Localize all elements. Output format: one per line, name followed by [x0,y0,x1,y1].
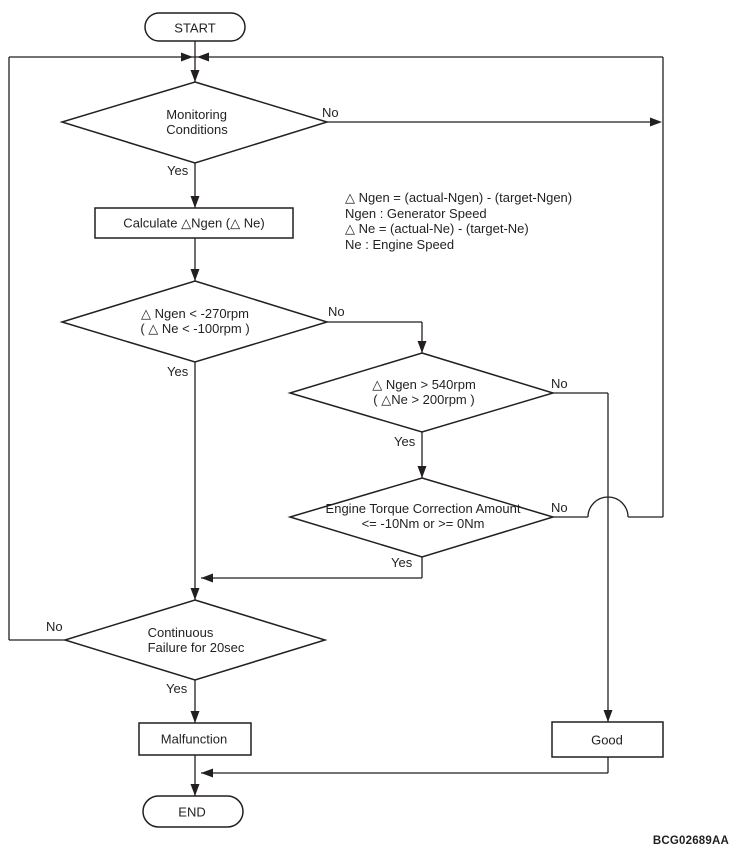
continuous-line-1: Continuous [147,625,214,640]
continuous-decision-shape [62,599,328,681]
start-node-shape [144,12,246,42]
monitoring-line-2: Conditions [166,122,228,137]
continuous-no-label: No [46,619,63,634]
arrowheads [181,52,662,796]
torque-decision-shape [287,477,556,558]
node-shapes [59,12,664,828]
good-node-shape [551,721,664,758]
arrow-into-torque [417,466,427,478]
edge-torque-yes [201,557,423,579]
ngen-high-no-label: No [551,376,568,391]
connector-lines [8,41,664,796]
arrow-into-good [603,710,613,722]
monitoring-line-1: Monitoring [166,107,227,122]
arrow-torque-yes-merge [201,573,213,583]
arrow-into-ngenhigh [417,341,427,353]
continuous-line-2: Failure for 20sec [147,640,245,655]
arrow-into-junction-right [197,52,209,62]
arrow-into-calculate [190,196,200,208]
ngen-low-line-2: ( △ Ne < -100rpm ) [140,321,250,336]
ngen-low-yes-label: Yes [167,364,189,379]
arrow-into-malfunction [190,711,200,723]
annotation-line-1: △ Ngen = (actual-Ngen) - (target-Ngen) [345,190,573,205]
arrow-into-ngenlow [190,269,200,281]
annotation-line-3: △ Ne = (actual-Ne) - (target-Ne) [345,221,529,236]
edge-ngenhigh-no [553,392,609,722]
arrow-good-merge [201,768,213,778]
ngen-high-decision-label: △ Ngen > 540rpm( △Ne > 200rpm ) [372,377,476,407]
arrow-into-continuous [190,588,200,600]
start-node-label: START [174,20,216,35]
monitoring-no-label: No [322,105,339,120]
monitoring-decision-shape [59,81,330,164]
torque-no-label: No [551,500,568,515]
ngen-low-line-1: △ Ngen < -270rpm [141,306,249,321]
edge-ngenlow-no [327,321,423,353]
end-node-shape [142,795,244,828]
ngen-high-line-1: △ Ngen > 540rpm [372,377,476,392]
figure-id-label: BCG02689AA [652,835,729,847]
ngen-high-decision-shape [287,352,556,433]
edge-good-to-end [201,757,609,774]
torque-yes-label: Yes [391,555,413,570]
ngen-low-no-label: No [328,304,345,319]
malfunction-node-shape [138,722,252,756]
arrow-into-monitoring [190,70,200,82]
arrow-into-junction-left [181,52,193,62]
torque-line-1: Engine Torque Correction Amount [325,501,521,516]
calculate-node-label: Calculate △Ngen (△ Ne) [123,215,265,231]
annotation-line-4: Ne : Engine Speed [345,236,455,252]
torque-line-2: <= -10Nm or >= 0Nm [361,516,485,531]
ngen-low-decision-shape [59,280,330,363]
ngen-low-decision-label: △ Ngen < -270rpm( △ Ne < -100rpm ) [140,306,249,336]
ngen-high-line-2: ( △Ne > 200rpm ) [373,392,475,407]
end-node-label: END [178,804,206,819]
calculate-node-shape [94,207,294,239]
arrow-into-end [190,784,200,796]
monitoring-yes-label: Yes [167,163,189,178]
annotation-line-2: Ngen : Generator Speed [345,205,487,221]
continuous-yes-label: Yes [166,681,188,696]
torque-decision-label: Engine Torque Correction Amount<= -10Nm … [326,501,521,531]
arrow-monitoring-no-merge [650,117,662,127]
ngen-high-yes-label: Yes [394,434,416,449]
malfunction-node-label: Malfunction [160,731,228,747]
formula-annotation: △ Ngen = (actual-Ngen) - (target-Ngen)Ng… [345,190,572,252]
good-node-label: Good [591,732,623,747]
